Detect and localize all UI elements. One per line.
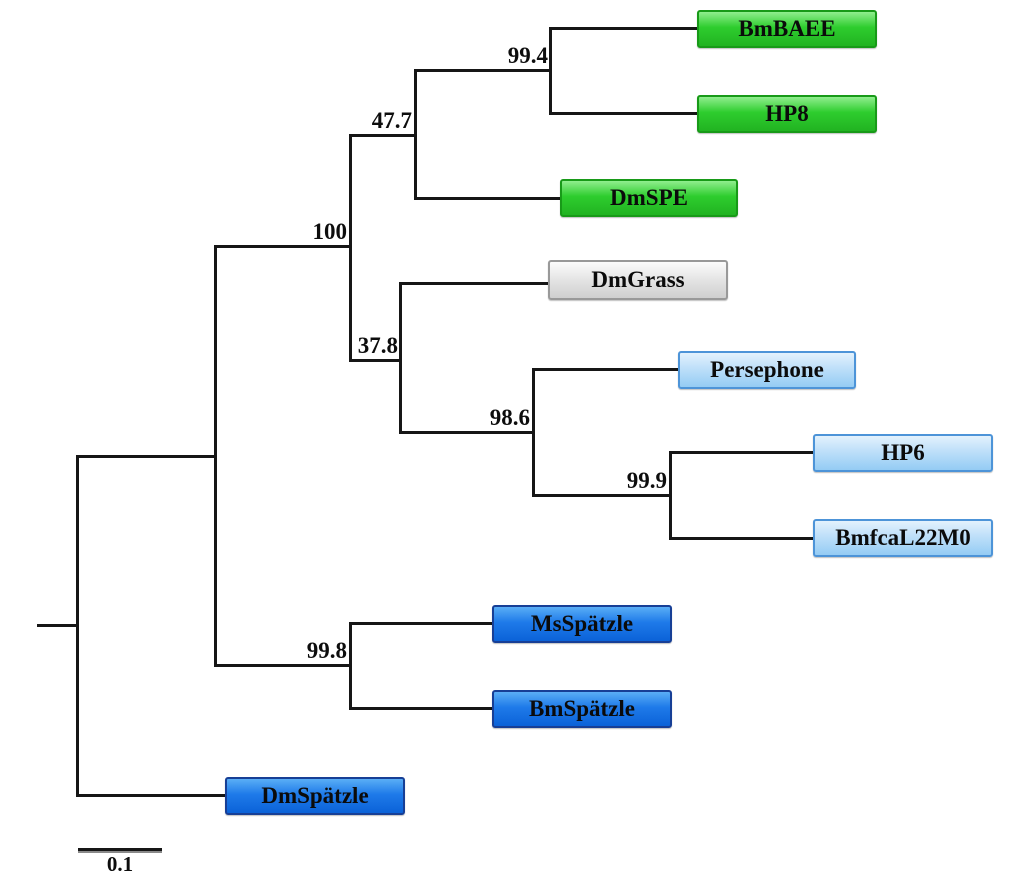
branch-node98-branch <box>399 431 535 434</box>
taxon-box-dmsptzle: DmSpätzle <box>225 777 405 815</box>
support-value: 47.7 <box>371 108 412 133</box>
branch-node99_9-vertical <box>669 451 672 540</box>
branch-ingroup-branch <box>76 455 217 458</box>
taxon-box-bmsptzle: BmSpätzle <box>492 690 672 728</box>
branch-node99_8-branch <box>214 664 352 667</box>
scale-bar-label: 0.1 <box>106 852 134 876</box>
branch-node99_8-vertical <box>349 622 352 710</box>
scale-bar <box>78 848 162 853</box>
branch-bmbaee-branch <box>549 27 699 30</box>
support-value: 98.6 <box>489 405 530 430</box>
taxon-box-bmfcal22m0: BmfcaL22M0 <box>813 519 993 557</box>
branch-node99_4-branch <box>414 69 552 72</box>
branch-persephone-branch <box>532 368 680 371</box>
branch-node47-vertical <box>414 69 417 200</box>
branch-hp8-branch <box>549 112 699 115</box>
support-value: 100 <box>312 219 348 244</box>
branch-dmspatzle-branch <box>76 794 227 797</box>
taxon-box-dmgrass: DmGrass <box>548 260 728 300</box>
taxon-box-mssptzle: MsSpätzle <box>492 605 672 643</box>
branch-root-vertical <box>76 455 79 797</box>
taxon-box-bmbaee: BmBAEE <box>697 10 877 48</box>
taxon-box-hp6: HP6 <box>813 434 993 472</box>
branch-dmgrass-branch <box>399 282 550 285</box>
branch-root-stub <box>37 624 79 627</box>
branch-dmspe-branch <box>414 197 562 200</box>
taxon-box-hp8: HP8 <box>697 95 877 133</box>
support-value: 37.8 <box>357 333 398 358</box>
branch-node99_4-vertical <box>549 27 552 115</box>
support-value: 99.4 <box>507 43 548 68</box>
support-value: 99.9 <box>626 468 667 493</box>
branch-bmspatzle-branch <box>349 707 494 710</box>
branch-node99_9-branch <box>532 494 672 497</box>
taxon-box-dmspe: DmSPE <box>560 179 738 217</box>
branch-node98-vertical <box>532 368 535 497</box>
branch-bmfcal22m0-branch <box>669 537 815 540</box>
branch-node100-vertical <box>349 134 352 362</box>
branch-node37-vertical <box>399 282 402 434</box>
branch-node100-branch <box>214 245 352 248</box>
branch-hp6-branch <box>669 451 815 454</box>
branch-ingroup-vertical <box>214 245 217 667</box>
support-value: 99.8 <box>306 638 347 663</box>
branch-node37-branch <box>349 359 402 362</box>
branch-msspatzle-branch <box>349 622 494 625</box>
branch-node47-branch <box>349 134 417 137</box>
taxon-box-persephone: Persephone <box>678 351 856 389</box>
